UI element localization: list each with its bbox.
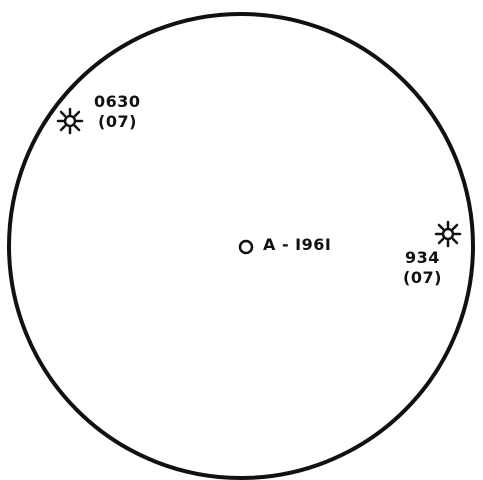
- sun-icon: [56, 107, 84, 135]
- point-0630-sublabel: (07): [98, 112, 137, 131]
- sun-icon: [434, 220, 462, 248]
- point-934-sublabel: (07): [403, 268, 442, 287]
- point-0630-label: 0630: [94, 92, 141, 111]
- boundary-circle: [7, 12, 475, 480]
- open-circle-icon: [238, 239, 254, 255]
- point-934-label: 934: [405, 248, 440, 267]
- center-point-label: A - I96I: [263, 235, 332, 254]
